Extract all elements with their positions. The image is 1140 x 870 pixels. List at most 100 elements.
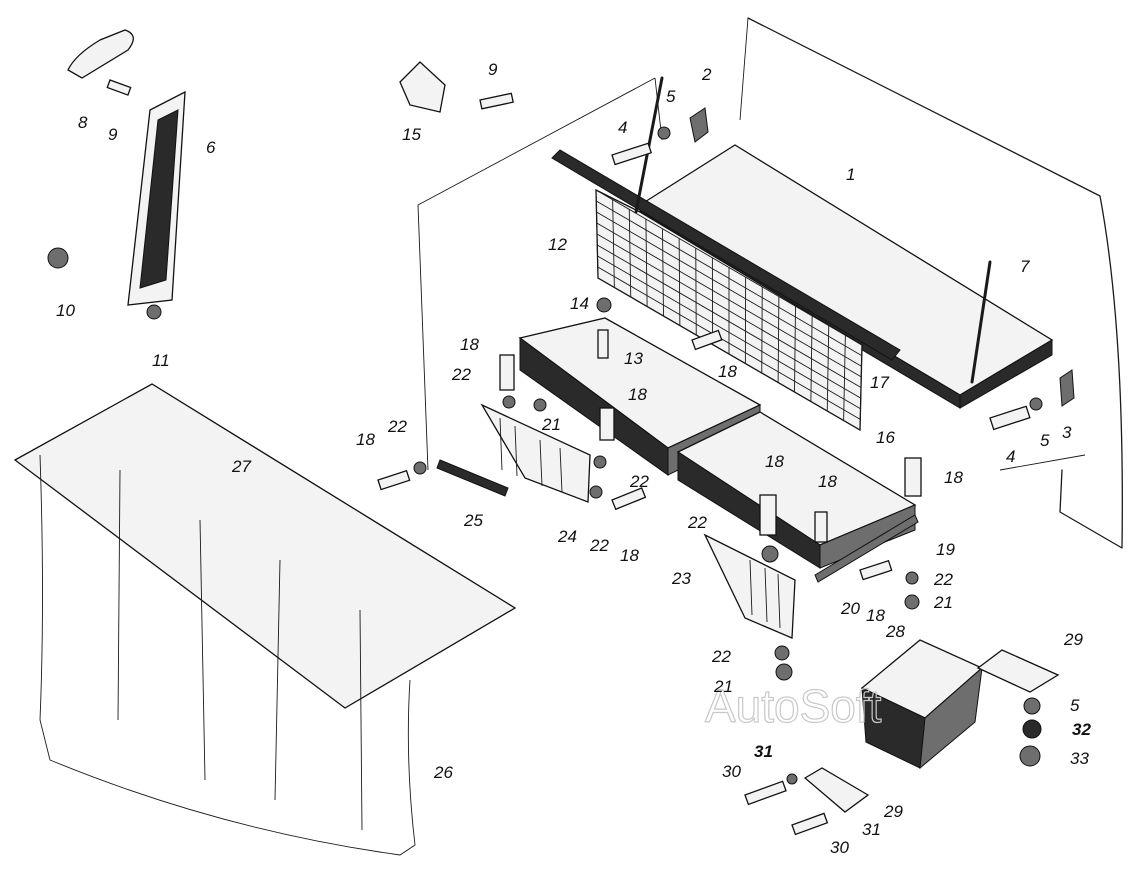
callout-c4b: 4 [1006, 447, 1015, 466]
callout-labels: 1234455567899101112131415161718181818181… [56, 60, 1091, 857]
callout-c31a: 31 [754, 742, 773, 761]
bolt-18-a [499, 354, 515, 391]
callout-c9b: 9 [488, 60, 498, 79]
washer-5-upper [657, 126, 671, 140]
callout-c17: 17 [870, 373, 889, 392]
bolt-18-c [377, 469, 411, 491]
callout-c22a: 22 [451, 365, 471, 384]
callout-c21c: 21 [713, 677, 733, 696]
box-bracket-upper [976, 649, 1060, 693]
callout-c21a: 21 [541, 415, 561, 434]
callout-c18f: 18 [818, 472, 837, 491]
bolt-9-left [106, 79, 132, 96]
callout-c22c: 22 [629, 472, 649, 491]
callout-c30a: 30 [722, 762, 741, 781]
callout-c26: 26 [433, 763, 453, 782]
storage-box [860, 639, 984, 770]
callout-c14: 14 [570, 294, 589, 313]
hinge-bracket [399, 61, 446, 113]
washer-5-lower [1029, 397, 1043, 411]
back-wall-panel [747, 17, 1123, 549]
callout-c18d: 18 [620, 546, 639, 565]
washer-31 [786, 773, 798, 785]
callout-c22d: 22 [589, 536, 609, 555]
callout-c20: 20 [840, 599, 860, 618]
mounting-plate [67, 29, 134, 79]
upper-bracket-left [689, 107, 709, 143]
bolt-18-e [759, 494, 777, 536]
bolt-30-upper [744, 780, 787, 806]
safety-net [595, 188, 863, 432]
callout-c18b: 18 [628, 385, 647, 404]
bolt-9-top [479, 92, 514, 110]
callout-c12: 12 [548, 235, 567, 254]
callout-c25: 25 [463, 511, 483, 530]
bolt-13 [597, 329, 609, 359]
nut-33 [1019, 745, 1041, 767]
callout-c31b: 31 [862, 820, 881, 839]
support-rod [436, 459, 509, 497]
callout-c23: 23 [671, 569, 691, 588]
washer-32 [1022, 719, 1042, 739]
upper-bracket-right [1059, 369, 1075, 407]
callout-c29b: 29 [883, 802, 903, 821]
bolt-30-lower [791, 812, 829, 836]
washer-14 [596, 297, 612, 313]
bolt-4-lower [989, 405, 1031, 431]
seat-bracket-rear [480, 403, 591, 503]
bolt-4-upper [611, 142, 653, 166]
callout-c30b: 30 [830, 838, 849, 857]
callout-c22e: 22 [687, 513, 707, 532]
washer-22-g [774, 645, 790, 661]
callout-c13: 13 [624, 349, 643, 368]
callout-c22b: 22 [387, 417, 407, 436]
nut-21-b [775, 663, 793, 681]
washer-22-b [413, 461, 427, 475]
back-wall-edge [739, 17, 749, 121]
callout-c33: 33 [1070, 749, 1089, 768]
seat-bracket-front [703, 533, 796, 639]
callout-c27: 27 [231, 457, 251, 476]
callout-c7: 7 [1020, 257, 1030, 276]
grab-handle-panel [127, 90, 186, 306]
callout-c18i: 18 [718, 362, 737, 381]
callout-c22g: 22 [711, 647, 731, 666]
callout-c5a: 5 [666, 87, 676, 106]
nut-21-c [533, 398, 547, 412]
washer-22-a [502, 395, 516, 409]
right-strap [970, 260, 992, 384]
watermark: AutoSoft [705, 680, 882, 732]
callout-c1: 1 [846, 165, 855, 184]
callout-c15: 15 [402, 125, 421, 144]
washer-5-box [1023, 697, 1041, 715]
callout-c6: 6 [206, 138, 216, 157]
curtain [13, 383, 517, 856]
callout-c3: 3 [1062, 423, 1072, 442]
bolt-18-i [691, 329, 723, 351]
callout-c5c: 5 [1070, 696, 1080, 715]
callout-c10: 10 [56, 301, 75, 320]
washer-22-d [589, 485, 603, 499]
washer-11 [146, 304, 162, 320]
bolt-18-f [814, 511, 828, 543]
nut-10 [47, 247, 69, 269]
bolt-18-d [611, 487, 647, 511]
nut-21-a [904, 594, 920, 610]
callout-c18e: 18 [765, 452, 784, 471]
bolt-18-h [859, 559, 893, 581]
box-bracket-lower [803, 767, 870, 813]
callout-c8: 8 [78, 113, 88, 132]
callout-c32: 32 [1072, 720, 1091, 739]
callout-c18a: 18 [460, 335, 479, 354]
callout-c2: 2 [701, 65, 712, 84]
washer-22-e [761, 545, 779, 563]
callout-c18c: 18 [356, 430, 375, 449]
callout-c18g: 18 [944, 468, 963, 487]
washer-22-c [593, 455, 607, 469]
callout-c28: 28 [885, 622, 905, 641]
callout-c22f: 22 [933, 570, 953, 589]
callout-c18h: 18 [866, 606, 885, 625]
callout-c4a: 4 [618, 118, 627, 137]
seat-rail [814, 514, 919, 583]
